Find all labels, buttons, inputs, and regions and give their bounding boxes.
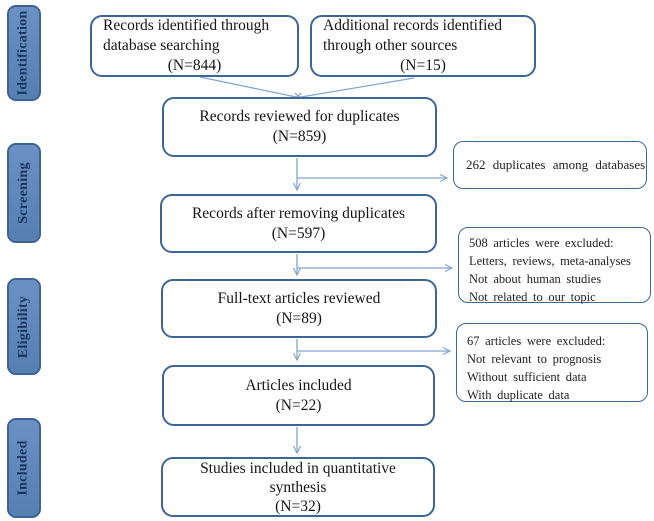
flow-box-quantitative-synthesis: Studies included in quantitative synthes… [161, 457, 435, 517]
flow-box-count: (N=15) [400, 57, 446, 74]
flow-box-after-removing-duplicates: Records after removing duplicates (N=597… [160, 194, 437, 253]
side-box-508-excluded: 508 articles were excluded: Letters, rev… [458, 227, 651, 304]
arrow-other-sources-to-dedup-review [293, 77, 415, 101]
stage-label-eligibility: Eligibility [7, 278, 41, 375]
side-box-line: 262 duplicates among databases [466, 157, 646, 172]
side-box-line: Without sufficient data [467, 370, 587, 384]
flow-box-line: Studies included in quantitative [200, 459, 396, 477]
flow-box-line: Records identified through [103, 17, 270, 34]
arrow-database-to-dedup-review [199, 76, 303, 101]
flow-box-line: Additional records identified [323, 17, 503, 34]
flow-box-database-searching: Records identified through database sear… [90, 15, 299, 77]
flow-box-count: (N=859) [272, 128, 327, 145]
flow-box-other-sources: Additional records identified through ot… [310, 15, 536, 77]
flow-box-count: (N=22) [275, 396, 322, 414]
side-box-line: Not about human studies [469, 272, 602, 286]
flow-box-count: (N=597) [271, 224, 326, 242]
flow-box-count: (N=89) [276, 309, 322, 327]
flow-box-fulltext-reviewed: Full-text articles reviewed (N=89) [161, 279, 437, 338]
flow-box-line: Articles included [245, 376, 352, 394]
side-box-line: Not related to our topic [469, 290, 596, 304]
stage-label-text: Included [16, 440, 31, 496]
side-box-67-excluded: 67 articles were excluded: Not relevant … [456, 323, 648, 402]
stage-label-text: Identification [16, 10, 31, 96]
side-box-line: 508 articles were excluded: [469, 236, 614, 250]
side-box-line: Not relevant to prognosis [467, 352, 602, 366]
side-box-line: 67 articles were excluded: [467, 334, 606, 348]
flow-box-line: synthesis [269, 478, 327, 496]
flow-box-line: through other sources [323, 37, 458, 54]
stage-label-identification: Identification [7, 5, 41, 101]
flow-box-count: (N=844) [167, 57, 222, 74]
flow-box-line: database searching [103, 37, 220, 54]
flow-box-reviewed-for-duplicates: Records reviewed for duplicates (N=859) [162, 97, 437, 157]
flow-box-line: Records after removing duplicates [191, 204, 406, 222]
side-box-line: With duplicate data [467, 388, 570, 402]
flow-box-line: Full-text articles reviewed [217, 289, 381, 307]
stage-label-included: Included [7, 418, 41, 518]
stage-label-text: Eligibility [16, 295, 31, 358]
flow-box-articles-included: Articles included (N=22) [162, 365, 435, 426]
flow-box-count: (N=32) [275, 497, 321, 515]
stage-label-text: Screening [16, 162, 31, 224]
stage-label-screening: Screening [7, 143, 41, 243]
side-box-duplicates: 262 duplicates among databases [453, 141, 647, 189]
side-box-line: Letters, reviews, meta-analyses [469, 254, 631, 268]
flow-box-line: Records reviewed for duplicates [199, 108, 400, 125]
